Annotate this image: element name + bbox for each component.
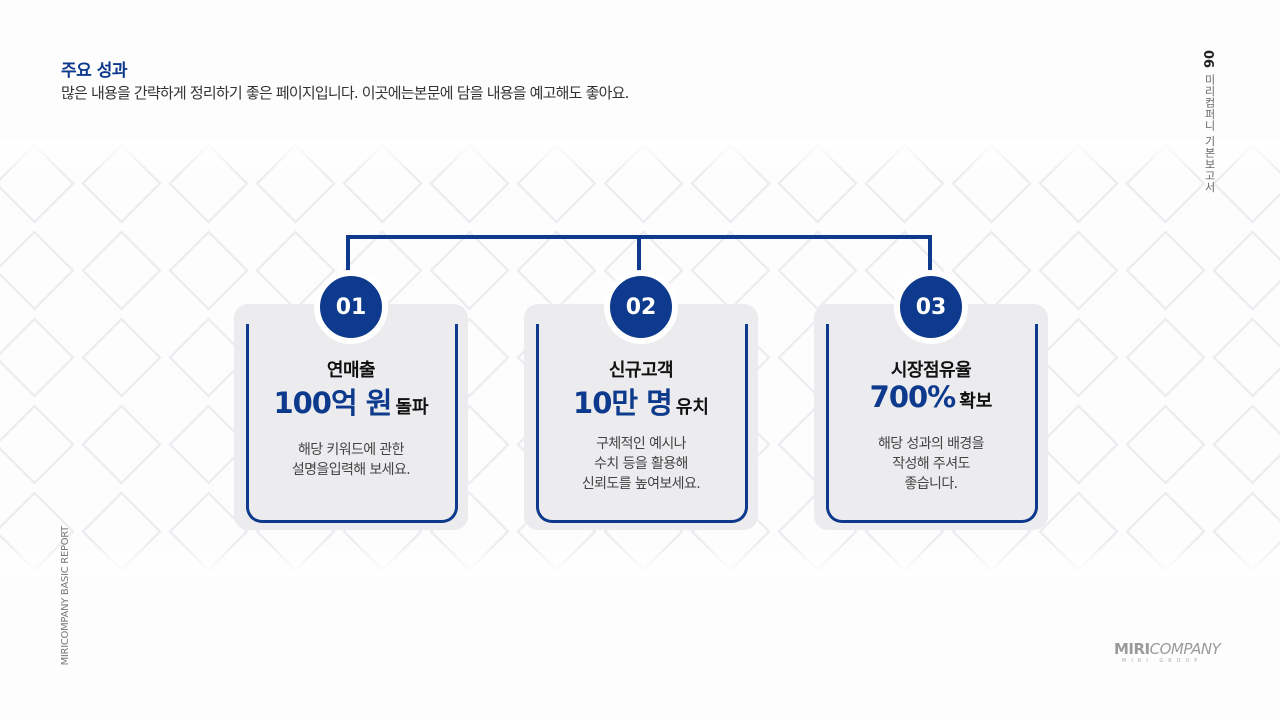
side-report-label: 미리컴퍼니 기본보고서 [1203,74,1216,193]
step-badge: 02 [604,270,678,344]
side-page-marker: 06 미리컴퍼니 기본보고서 [1200,50,1220,210]
description-line: 해당 키워드에 관한 [298,442,405,458]
logo-subtext: MIRI GROUP [1122,658,1203,664]
highlight-value: 10만 명 [573,386,673,420]
description-line: 구체적인 예시나 [596,436,686,452]
description-line: 해당 성과의 배경을 [878,436,985,452]
step-badge: 01 [314,270,388,344]
highlight-suffix: 확보 [959,391,993,412]
logo-bold-part: MIRI [1114,640,1150,658]
company-logo: MIRICOMPANY MIRI GROUP [1114,640,1224,664]
description-line: 수치 등을 활용해 [594,456,688,472]
card-description: 해당 성과의 배경을 작성해 주셔도 좋습니다. [814,434,1048,494]
highlight-suffix: 돌파 [395,397,429,418]
card-frame [536,324,748,523]
description-line: 신뢰도를 높여보세요. [581,476,701,492]
page-number: 06 [1200,50,1215,69]
achievement-card-3: 03 시장점유율 700%확보 해당 성과의 배경을 작성해 주셔도 좋습니다. [814,270,1048,530]
highlight-value: 100억 원 [273,386,392,420]
card-description: 해당 키워드에 관한 설명을입력해 보세요. [234,440,468,480]
card-highlight: 700%확보 [814,380,1048,414]
page-subtitle: 많은 내용을 간략하게 정리하기 좋은 페이지입니다. 이곳에는본문에 담을 내… [61,84,629,102]
description-line: 작성해 주셔도 [892,456,970,472]
logo-rest-part: COMPANY [1149,640,1221,658]
card-frame [826,324,1038,523]
highlight-suffix: 유치 [675,397,709,418]
highlight-value: 700% [869,380,957,414]
logo-wordmark: MIRICOMPANY [1114,640,1224,658]
page-title: 주요 성과 [61,61,127,81]
description-line: 좋습니다. [904,476,959,492]
card-frame [246,324,458,523]
card-description: 구체적인 예시나 수치 등을 활용해 신뢰도를 높여보세요. [524,434,758,494]
step-badge: 03 [894,270,968,344]
description-line: 설명을입력해 보세요. [291,462,411,478]
card-title: 시장점유율 [890,360,972,381]
card-title: 연매출 [326,360,376,381]
card-title: 신규고객 [608,360,674,381]
